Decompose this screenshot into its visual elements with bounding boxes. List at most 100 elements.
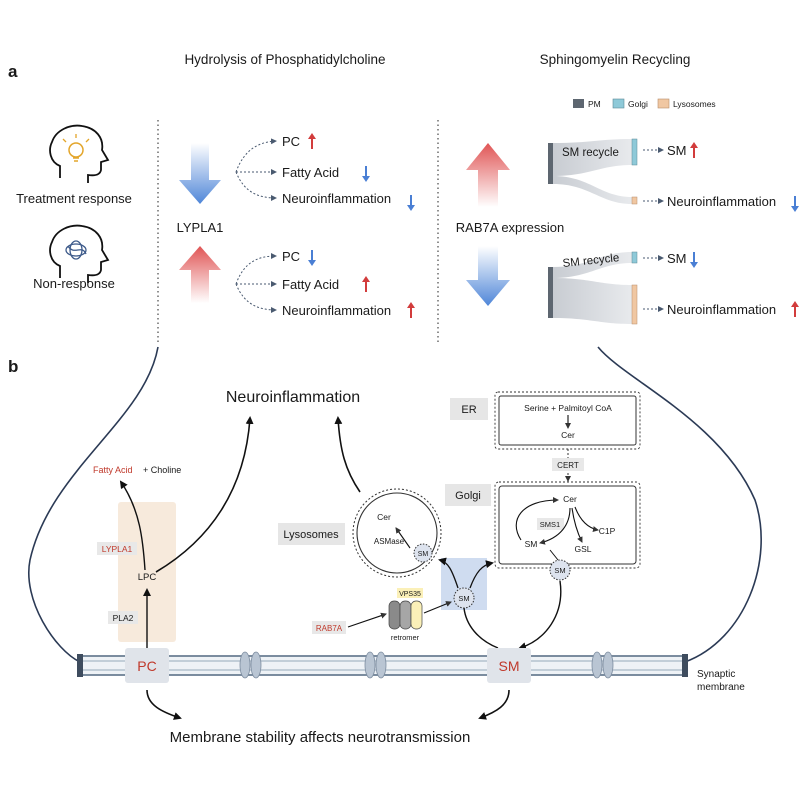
pc-up-red-icon xyxy=(308,133,316,149)
left-top-fatty-acid: Fatty Acid xyxy=(282,165,339,180)
rab7a-enzyme: RAB7A xyxy=(316,624,343,633)
lysosome-to-neuroinflammation-arrow xyxy=(334,416,361,493)
legend-golgi: Golgi xyxy=(628,99,648,109)
synaptic-label: Synaptic xyxy=(697,669,735,680)
legend-lysosomes: Lysosomes xyxy=(673,99,716,109)
er-cer: Cer xyxy=(561,430,575,440)
transport-to-lysosome-arrow xyxy=(438,557,459,589)
top-sm-recycle: SM recycle xyxy=(562,147,619,159)
bottom-sm: SM xyxy=(667,251,687,266)
fatty-acid-down-blue-icon xyxy=(362,166,370,182)
lpc-to-neuroinflammation-arrow xyxy=(155,416,254,573)
bottom-caption: Membrane stability affects neurotransmis… xyxy=(170,729,471,746)
top-sm: SM xyxy=(667,143,687,158)
left-top-branches xyxy=(235,138,277,201)
membrane-to-transport-curve xyxy=(463,607,499,649)
golgi-sm: SM xyxy=(525,539,538,549)
retromer-label: retromer xyxy=(391,633,420,642)
bottom-neuro-up-red-icon xyxy=(791,301,799,317)
row-label-non-response: Non-response xyxy=(33,276,115,291)
lpc-to-fatty-acid-arrow xyxy=(119,480,146,571)
row-label-treatment-response: Treatment response xyxy=(16,191,132,206)
funnel-left-curve xyxy=(28,346,159,663)
rab7a-up-arrow xyxy=(466,143,510,207)
lypla1-enzyme: LYPLA1 xyxy=(102,544,133,554)
fatty-acid-product: Fatty Acid xyxy=(93,465,133,475)
top-pm-bar xyxy=(548,143,553,184)
cer-to-sm-arrow xyxy=(539,507,571,545)
top-neuro-down-blue-icon xyxy=(791,196,799,212)
head-bulb-icon xyxy=(49,124,110,183)
er-tag xyxy=(450,398,488,420)
gene-rab7a: RAB7A expression xyxy=(456,220,564,235)
legend-pm-swatch xyxy=(573,99,584,108)
lpc-label: LPC xyxy=(138,572,157,583)
neuroinflammation-title: Neuroinflammation xyxy=(226,389,360,406)
c1p-label: C1P xyxy=(599,526,616,536)
panel-a-label: a xyxy=(8,62,18,81)
left-title: Hydrolysis of Phosphatidylcholine xyxy=(184,52,385,67)
left-bottom-branches xyxy=(235,253,277,313)
panel-b-label: b xyxy=(8,357,18,376)
golgi-label: Golgi xyxy=(455,490,481,502)
bottom-sm-recycle: SM recycle xyxy=(562,252,620,270)
bottom-flow-lysosome xyxy=(553,278,632,324)
gsl-label: GSL xyxy=(574,544,591,554)
pla2-enzyme: PLA2 xyxy=(113,613,134,623)
top-flow-golgi xyxy=(553,139,632,176)
bottom-pm-bar xyxy=(548,267,553,318)
bottom-neuroinflammation: Neuroinflammation xyxy=(667,302,776,317)
rab7a-down-arrow xyxy=(466,246,510,306)
golgi-tag xyxy=(445,484,491,506)
head-tangle-icon xyxy=(49,224,110,283)
bottom-sm-down-blue-icon xyxy=(690,252,698,268)
lysosomes-label: Lysosomes xyxy=(283,529,339,541)
rab7a-label-bg xyxy=(312,621,346,634)
sms1-enzyme: SMS1 xyxy=(540,520,560,529)
left-bottom-neuroinflammation: Neuroinflammation xyxy=(282,303,391,318)
lysosome-cer: Cer xyxy=(377,512,391,522)
retromer-complex-icon xyxy=(388,600,423,630)
cer-to-c1p-arrow xyxy=(574,506,599,532)
lypla1-label-bg xyxy=(97,542,137,555)
left-bottom-fatty-acid: Fatty Acid xyxy=(282,277,339,292)
top-flow-lysosome xyxy=(553,176,632,204)
top-lysosome-bar xyxy=(631,196,638,205)
sm-to-lysosome-cer-arrow xyxy=(395,527,411,549)
lysosomes-tag xyxy=(278,523,345,545)
cer-to-gsl-arrow xyxy=(571,507,583,543)
golgi-box-outer xyxy=(494,481,641,569)
top-golgi-bar xyxy=(631,138,638,166)
lysosome-outer xyxy=(352,488,442,578)
left-bottom-pc: PC xyxy=(282,249,300,264)
legend: PM Golgi Lysosomes xyxy=(573,98,716,109)
sm-to-cer-arrow xyxy=(515,497,559,541)
funnel-right-curve xyxy=(597,346,762,663)
vps35-label-bg xyxy=(397,588,423,598)
legend-golgi-swatch xyxy=(612,98,625,109)
top-neuroinflammation: Neuroinflammation xyxy=(667,194,776,209)
transport-to-golgi-arrow xyxy=(469,560,494,589)
membrane-sm: SM xyxy=(499,658,520,674)
retromer-to-transport-arrow xyxy=(423,601,452,614)
legend-pm: PM xyxy=(588,99,601,109)
lypla1-up-arrow xyxy=(179,246,221,303)
golgi-sm-vesicle xyxy=(549,559,571,581)
neuro-up-red-icon xyxy=(407,302,415,318)
gene-lypla1: LYPLA1 xyxy=(177,220,224,235)
pc-to-stability-arrow xyxy=(146,689,182,720)
bottom-lysosome-bar xyxy=(631,284,638,325)
membrane-label: membrane xyxy=(697,682,745,693)
golgi-cer: Cer xyxy=(563,494,577,504)
golgi-to-membrane-arrow xyxy=(518,580,562,650)
er-label: ER xyxy=(461,404,476,416)
lysosome-inner xyxy=(356,492,438,574)
rab7a-to-retromer-arrow xyxy=(347,612,387,628)
pc-pathway-bg xyxy=(118,502,176,642)
sm-to-stability-arrow xyxy=(478,689,510,720)
pc-down-blue-icon xyxy=(308,250,316,266)
golgi-sm-to-vesicle xyxy=(549,549,559,561)
left-top-pc: PC xyxy=(282,134,300,149)
cert-label: CERT xyxy=(557,461,579,470)
